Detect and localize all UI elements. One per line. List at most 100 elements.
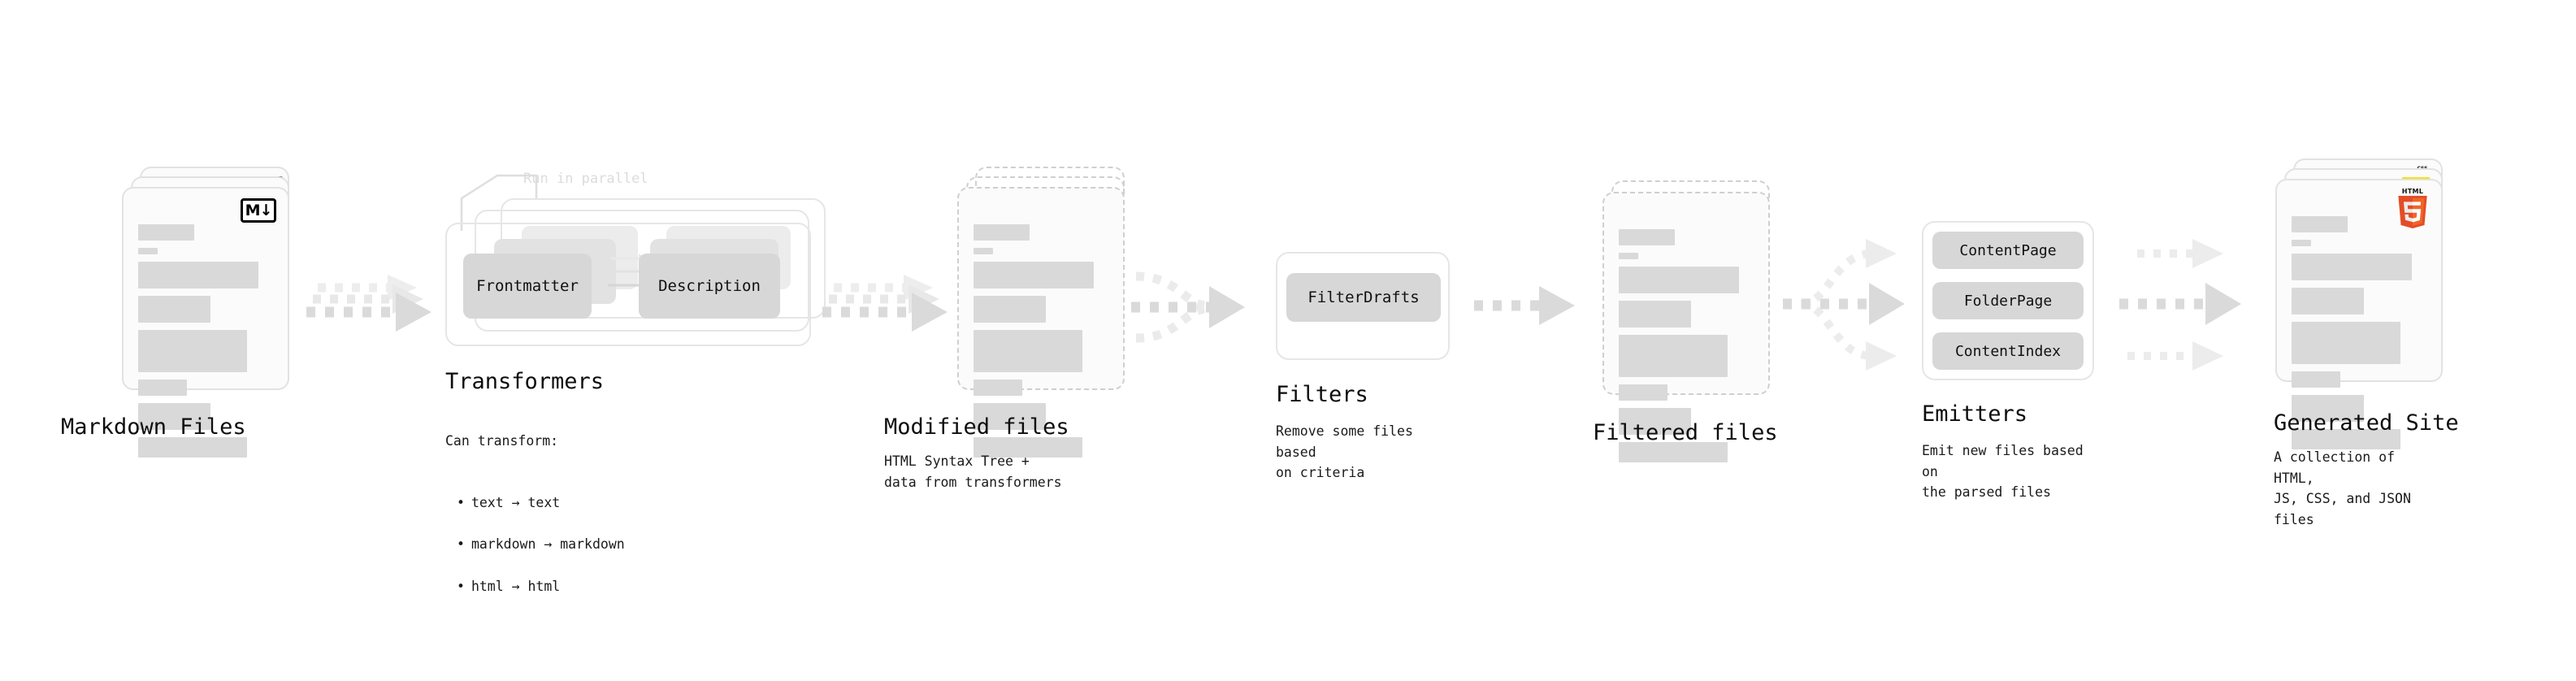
markdown-badge-front: M↓ [241,198,276,223]
modified-file-stack [957,167,1125,458]
chip-description[interactable]: Description [639,254,780,319]
flow-modified-to-filters [1130,258,1272,372]
modified-card-front [957,187,1125,458]
filtered-card-front [1602,192,1770,462]
stage-label-modified-files: Modified files [884,414,1069,440]
doc-content-lines [974,224,1110,458]
arrow-group-triple [822,275,948,332]
transformers-desc-heading: Can transform: [445,432,559,449]
stage-label-transformers: Transformers [445,369,605,394]
stage-transformers: Run in parallel [445,171,827,594]
chip-contentpage[interactable]: ContentPage [1932,232,2084,269]
doc-content-line [1619,229,1675,245]
doc-content-line [1619,335,1728,377]
doc-content-line [2292,254,2412,280]
stage-generated-site: CSS HTML [2274,158,2459,527]
transformer-box-front [445,223,811,346]
markdown-badge-icon: M↓ [241,198,276,223]
doc-content-line [974,437,1083,458]
markdown-file-stack: M↓ M↓ M↓ [122,167,289,458]
filters-box: FilterDrafts [1276,252,1450,360]
chip-description-label: Description [658,277,761,295]
emitters-description: Emit new files based on the parsed files [1922,443,2084,501]
site-card-front-html: HTML [2275,179,2443,449]
doc-content-line [138,248,158,254]
flow-filters-to-filtered [1472,281,1586,330]
html5-badge-wrap: HTML [2396,188,2430,228]
arrow-main [822,293,948,332]
arrow-mid [2119,283,2241,325]
chip-filterdrafts[interactable]: FilterDrafts [1286,273,1441,322]
chip-frontmatter-label: Frontmatter [476,277,579,295]
run-in-parallel-label: Run in parallel [523,171,648,187]
generated-site-description: A collection of HTML, JS, CSS, and JSON … [2274,449,2411,527]
doc-content-line [138,380,188,396]
doc-content-line [974,380,1023,396]
arrow-top [2137,239,2223,268]
html5-icon: HTML [2396,188,2430,228]
chip-frontmatter[interactable]: Frontmatter [463,254,592,319]
modified-files-description: HTML Syntax Tree + data from transformer… [884,453,1062,490]
arrow-group-converge [1131,271,1245,343]
transformers-desc-bullets: text → text markdown → markdown html → h… [445,472,625,618]
doc-content-line [2292,429,2401,449]
generated-site-stack: CSS HTML [2275,158,2443,449]
arrow-bottom [2127,341,2223,371]
arrow-group-triple [306,275,432,332]
doc-content-lines [2292,216,2428,449]
html5-shield [2398,196,2427,228]
chip-contentindex[interactable]: ContentIndex [1932,332,2084,370]
doc-content-line [1619,384,1668,401]
chip-filterdrafts-label: FilterDrafts [1308,288,1420,306]
doc-content-line [974,248,993,254]
chip-contentpage-label: ContentPage [1959,241,2057,259]
doc-content-line [2292,322,2401,364]
doc-content-line [1619,442,1728,462]
doc-content-line [1619,253,1638,259]
doc-content-line [2292,240,2311,246]
filters-description: Remove some files based on criteria [1276,423,1413,481]
stage-label-markdown-files: Markdown Files [61,414,246,440]
arrow-group-diverge [1783,239,1905,371]
doc-content-line [1619,267,1739,293]
chip-folderpage-label: FolderPage [1963,292,2053,310]
doc-content-line [2292,288,2365,314]
flow-transformers-to-modified [821,268,951,358]
doc-content-line [2292,216,2348,232]
flow-filtered-to-emitters [1781,229,1936,384]
doc-content-line [138,403,211,430]
chip-folderpage[interactable]: FolderPage [1932,282,2084,319]
doc-content-line [138,330,248,372]
transformers-bullet: text → text [457,492,625,514]
doc-content-lines [1619,229,1755,462]
arrow-group-triple-parallel [2119,239,2241,371]
doc-content-line [974,224,1030,241]
doc-content-line [974,262,1094,288]
doc-content-line [2292,371,2341,388]
flow-emitters-to-site [2118,229,2264,384]
doc-content-line [974,330,1083,372]
arrow-main [306,293,432,332]
transformers-box-stack: Run in parallel [445,171,827,346]
doc-content-line [138,296,211,323]
transformers-bullet: markdown → markdown [457,534,625,555]
doc-content-line [1619,301,1692,327]
transformers-description: Can transform: text → text markdown → ma… [445,410,625,638]
stage-label-generated-site: Generated Site [2274,410,2459,436]
doc-content-lines [138,224,275,458]
markdown-card-front: M↓ [122,187,289,458]
html5-icon-label: HTML [2401,188,2424,195]
emitters-box: ContentPage FolderPage ContentIndex [1922,221,2094,380]
stage-emitters: ContentPage FolderPage ContentIndex Emit… [1922,221,2094,500]
doc-content-line [138,262,258,288]
doc-content-line [138,437,248,458]
doc-content-line [1619,408,1692,435]
flow-md-to-transformers [305,268,435,358]
stage-label-emitters: Emitters [1922,401,2028,427]
filtered-file-stack [1602,180,1770,462]
arrow-single [1474,286,1575,325]
stage-filtered-files: Filtered files [1593,180,1778,462]
stage-modified-files: Modified files HTML Syntax Tree + data f… [884,167,1125,490]
run-in-parallel-bracket [460,174,538,231]
